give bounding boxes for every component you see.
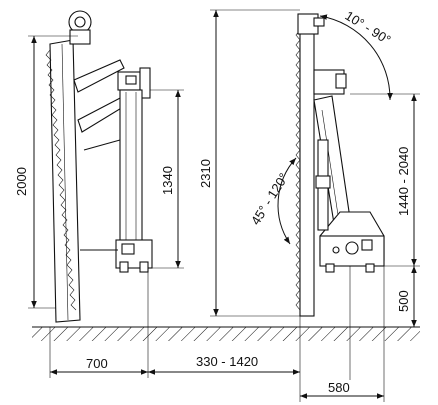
dim-left-upper-label: 1340 [160,166,175,195]
left-machine [45,10,153,323]
dim-bottom-left: 700 [49,270,149,378]
dim-right-base: 500 [396,266,417,327]
dim-right-upper-label: 1440 - 2040 [396,147,411,216]
dim-bottom-right-label: 580 [328,380,350,395]
dim-bottom-middle-label: 330 - 1420 [196,354,258,369]
dim-right-base-label: 500 [396,290,411,312]
dim-left-total-label: 2000 [14,167,29,196]
dim-bottom-right: 580 [300,266,385,402]
right-machine [295,13,385,317]
dim-left-upper: 1340 [150,89,184,269]
dim-right-upper: 1440 - 2040 [350,93,420,267]
angle-lower-label: 45° - 120° [248,170,292,227]
angle-lower: 45° - 120° [248,157,297,245]
dim-left-total: 2000 [14,35,78,309]
dim-bottom-left-label: 700 [86,356,108,371]
dim-bottom-middle: 330 - 1420 [148,266,351,402]
ground-hatch [32,326,420,341]
dim-right-total-label: 2310 [198,159,213,188]
dim-right-total: 2310 [198,9,300,317]
